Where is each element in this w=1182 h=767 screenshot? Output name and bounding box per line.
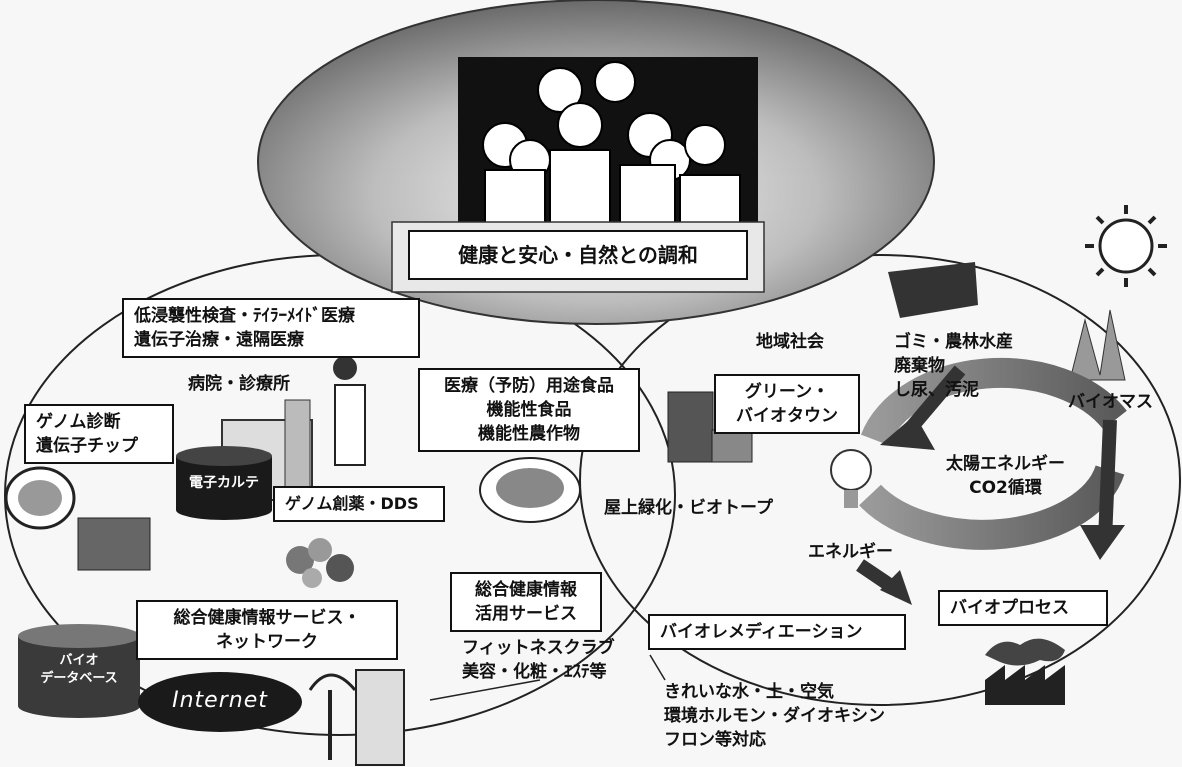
rooftop-label: 屋上緑化・ビオトープ [604, 498, 773, 518]
energy-label: エネルギー [808, 542, 893, 562]
factory-icon [985, 638, 1065, 705]
bio-database-cylinder [18, 624, 140, 718]
health-service-line2: 活用サービス [475, 604, 577, 624]
genome-drug-box: ゲノム創薬・DDS [273, 486, 445, 522]
waste-text: ゴミ・農林水産 廃棄物 し尿、汚泥 [894, 330, 1013, 402]
molecule-illustration [286, 538, 354, 588]
bio-database-label: バイオ データベース [18, 652, 140, 688]
central-title: 健康と安心・自然との調和 [408, 230, 748, 280]
green-biotown-box: グリーン・ バイオタウン [714, 374, 860, 434]
health-network-line2: ネットワーク [216, 632, 318, 652]
biomass-label: バイオマス [1068, 392, 1153, 412]
sun-icon [1085, 205, 1167, 287]
health-service-line1: 総合健康情報 [475, 580, 577, 600]
genome-diagnosis-line1: ゲノム診断 [36, 412, 121, 432]
genome-diagnosis-box: ゲノム診断 遺伝子チップ [24, 404, 174, 464]
bio-database-line1: バイオ [59, 653, 99, 668]
community-label: 地域社会 [756, 332, 824, 352]
ehr-cylinder [176, 446, 272, 520]
functional-food-line3: 機能性農作物 [478, 424, 580, 444]
people-illustration [458, 57, 758, 237]
low-invasive-box: 低浸襲性検査・ﾃｲﾗｰﾒｲﾄﾞ医療 遺伝子治療・遠隔医療 [122, 298, 420, 358]
waste-line2: 廃棄物 [894, 356, 945, 376]
functional-food-line2: 機能性食品 [486, 400, 572, 420]
waste-line3: し尿、汚泥 [894, 380, 979, 400]
solar-text: 太陽エネルギー CO2循環 [946, 452, 1065, 500]
lab-photo [77, 517, 151, 571]
ehr-label: 電子カルテ [189, 475, 259, 491]
solar-line2: CO2循環 [969, 478, 1042, 498]
antenna-illustration [308, 673, 357, 760]
plants-illustration [1069, 309, 1126, 381]
lightbulb-icon [830, 449, 872, 508]
health-service-box: 総合健康情報 活用サービス [450, 572, 602, 632]
functional-food-line1: 医療（予防）用途食品 [444, 376, 614, 396]
water-line3: フロン等対応 [664, 730, 766, 750]
water-line2: 環境ホルモン・ダイオキシン [664, 706, 885, 726]
low-invasive-line1: 低浸襲性検査・ﾃｲﾗｰﾒｲﾄﾞ医療 [134, 306, 355, 326]
water-line1: きれいな水・土・空気 [664, 682, 834, 702]
green-biotown-line2: バイオタウン [736, 406, 838, 426]
city-buildings-illustration [667, 391, 753, 463]
building-illustration [355, 669, 405, 766]
fitness-line1: フィットネスクラブ [462, 638, 615, 658]
hospital-label: 病院・診療所 [188, 374, 290, 394]
dna-chip-illustration [4, 466, 76, 530]
bio-database-line2: データベース [40, 671, 118, 686]
internet-oval [138, 672, 302, 732]
solar-line1: 太陽エネルギー [946, 454, 1065, 474]
animals-illustration [888, 262, 978, 318]
fitness-line2: 美容・化粧・ｴｽﾃ等 [462, 662, 607, 682]
waste-line1: ゴミ・農林水産 [894, 332, 1013, 352]
food-plate-illustration [479, 457, 581, 523]
genome-diagnosis-line2: 遺伝子チップ [36, 436, 138, 456]
internet-label: Internet [172, 688, 268, 713]
cycle-arrows-illustration [856, 357, 1127, 605]
low-invasive-line2: 遺伝子治療・遠隔医療 [134, 330, 304, 350]
fitness-text: フィットネスクラブ 美容・化粧・ｴｽﾃ等 [462, 636, 615, 684]
bioremediation-box: バイオレメディエーション [648, 614, 906, 650]
health-network-box: 総合健康情報サービス・ ネットワーク [136, 600, 398, 660]
functional-food-box: 医療（予防）用途食品 機能性食品 機能性農作物 [418, 368, 640, 452]
doctor-illustration [333, 356, 366, 466]
environment-ellipse [579, 254, 1181, 706]
health-network-line1: 総合健康情報サービス・ [173, 608, 361, 628]
bioprocess-box: バイオプロセス [938, 590, 1108, 626]
green-biotown-line1: グリーン・ [744, 382, 830, 402]
water-text: きれいな水・土・空気 環境ホルモン・ダイオキシン フロン等対応 [664, 680, 885, 752]
